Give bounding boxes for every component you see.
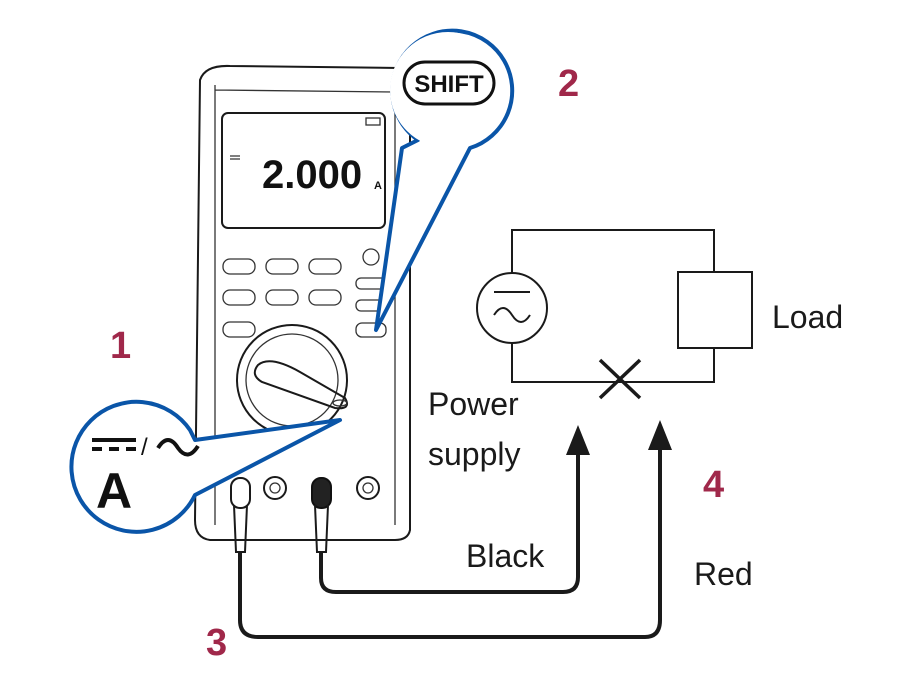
display-unit: A <box>374 180 382 192</box>
power-label: Power <box>428 386 519 422</box>
buttons <box>222 248 387 338</box>
ac-icon <box>156 438 200 457</box>
red-lead-arrow <box>648 420 672 450</box>
button[interactable] <box>308 289 342 306</box>
black-lead-wire <box>319 450 580 594</box>
power-supply-icon <box>476 272 548 344</box>
button[interactable] <box>222 258 256 275</box>
button[interactable] <box>265 289 299 306</box>
black-lead-arrow <box>566 425 590 455</box>
red-label: Red <box>694 556 753 592</box>
button[interactable] <box>222 289 256 306</box>
shift-key <box>402 60 496 106</box>
shift-button[interactable] <box>355 322 387 338</box>
ampere-symbol: A <box>96 463 132 519</box>
load-label: Load <box>772 299 843 335</box>
button[interactable] <box>222 321 256 338</box>
svg-text:SHIFT: SHIFT <box>414 71 484 98</box>
input-jacks <box>263 476 380 500</box>
svg-text:/: / <box>141 434 148 461</box>
display-reading: 2.000 <box>262 153 362 197</box>
break-point-x-icon <box>598 358 642 400</box>
dc-icon <box>230 155 240 160</box>
step-3: 3 <box>206 622 227 664</box>
step-1: 1 <box>110 325 131 367</box>
circuit <box>476 229 753 400</box>
battery-icon <box>365 117 381 126</box>
step-2: 2 <box>558 63 579 105</box>
shift-callout: SHIFT <box>374 28 515 332</box>
load-icon <box>677 271 753 349</box>
function-callout: / A <box>69 399 342 534</box>
black-label: Black <box>466 538 545 574</box>
button[interactable] <box>265 258 299 275</box>
lcd-display <box>221 112 386 229</box>
rotary-dial[interactable] <box>236 324 348 436</box>
step-4: 4 <box>703 464 724 506</box>
supply-label: supply <box>428 436 521 472</box>
button[interactable] <box>362 248 380 266</box>
red-lead-wire <box>238 445 662 639</box>
button[interactable] <box>308 258 342 275</box>
